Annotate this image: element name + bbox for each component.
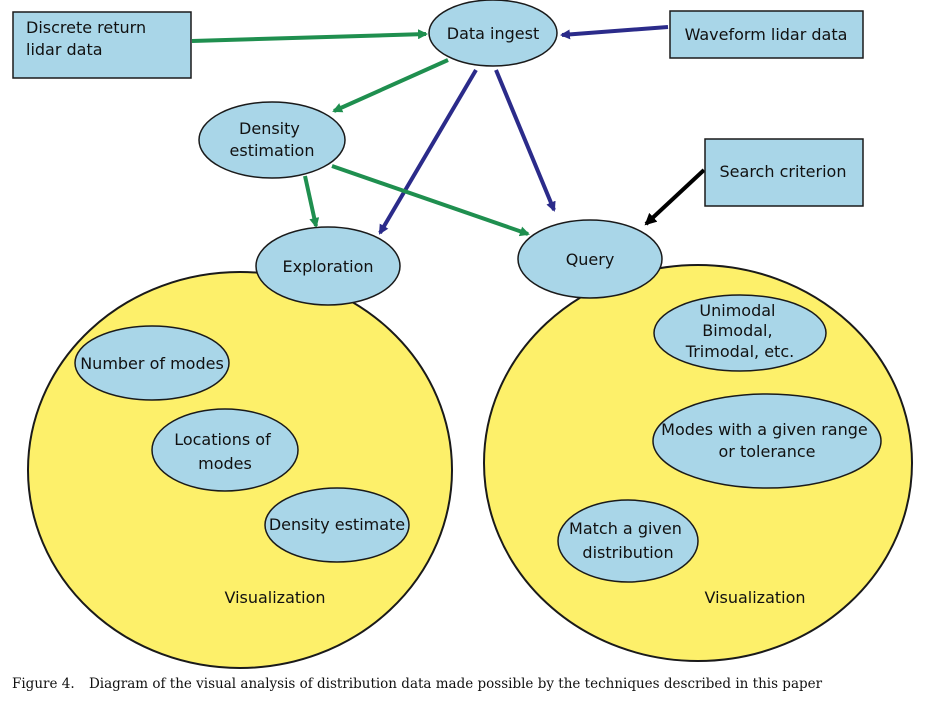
modes-range-label: Modes with a given range or tolerance <box>661 420 873 461</box>
data-ingest-label-line1: Data ingest <box>447 24 539 43</box>
modes-range-label-line2: or tolerance <box>719 442 816 461</box>
waveform-lidar-label: Waveform lidar data <box>685 25 848 44</box>
density-estimation-label-line1: Density <box>239 119 300 138</box>
modes-range-node <box>652 393 882 489</box>
density-estimation-label: Density estimation <box>230 119 315 160</box>
right-visualization-label: Visualization <box>704 588 805 607</box>
unimodal-label-line2: Bimodal, <box>702 321 772 340</box>
left-visualization-label: Visualization <box>224 588 325 607</box>
discrete-lidar-label-line1: Discrete return <box>26 18 146 37</box>
match-distribution-label-line2: distribution <box>582 543 673 562</box>
modes-range-label-line1: Modes with a given range <box>661 420 868 439</box>
discrete-lidar-label-line2: lidar data <box>26 40 103 59</box>
match-distribution-label: Match a given distribution <box>569 519 687 562</box>
exploration-label-line1: Exploration <box>283 257 374 276</box>
number-of-modes-label-line1: Number of modes <box>80 354 224 373</box>
density-estimate-label-line1: Density estimate <box>269 515 405 534</box>
density-estimation-node <box>198 101 346 179</box>
arrow-ingest-to-density <box>332 58 449 113</box>
search-criterion-box <box>704 138 864 207</box>
right-visualization-label-line1: Visualization <box>704 588 805 607</box>
arrow-ingest-to-query <box>494 69 556 212</box>
arrow-search-to-query <box>644 168 706 226</box>
match-distribution-label-line1: Match a given <box>569 519 682 538</box>
figure-caption-text: Diagram of the visual analysis of distri… <box>88 676 823 692</box>
discrete-lidar-box <box>12 11 192 79</box>
arrow-density-to-query <box>331 164 530 237</box>
figure-caption: Figure 4. Diagram of the visual analysis… <box>12 676 922 692</box>
unimodal-label: Unimodal Bimodal, Trimodal, etc. <box>685 301 794 361</box>
unimodal-node <box>653 294 827 372</box>
locations-of-modes-label-line1: Locations of <box>174 430 271 449</box>
density-estimation-label-line2: estimation <box>230 141 315 160</box>
query-label-line1: Query <box>566 250 615 269</box>
figure-number: Figure 4. <box>12 676 75 692</box>
number-of-modes-node <box>74 325 230 401</box>
left-visualization-label-line1: Visualization <box>224 588 325 607</box>
locations-of-modes-node <box>151 408 299 492</box>
data-ingest-node <box>428 0 558 67</box>
search-criterion-label-line1: Search criterion <box>720 162 847 181</box>
waveform-lidar-box <box>669 10 864 59</box>
arrow-ingest-to-exploration <box>378 68 478 235</box>
arrow-discrete-to-ingest <box>191 29 428 43</box>
exploration-node <box>255 226 401 306</box>
query-label: Query <box>566 250 615 269</box>
exploration-label: Exploration <box>283 257 374 276</box>
discrete-lidar-label: Discrete return lidar data <box>26 18 151 59</box>
density-estimate-node <box>264 487 410 563</box>
waveform-lidar-label-line1: Waveform lidar data <box>685 25 848 44</box>
locations-of-modes-label-line2: modes <box>198 454 252 473</box>
density-estimate-label: Density estimate <box>269 515 405 534</box>
unimodal-label-line1: Unimodal <box>699 301 775 320</box>
locations-of-modes-label: Locations of modes <box>174 430 276 473</box>
match-distribution-node <box>557 499 699 583</box>
number-of-modes-label: Number of modes <box>80 354 224 373</box>
arrow-density-to-exploration <box>303 175 320 228</box>
arrow-waveform-to-ingest <box>560 25 669 40</box>
unimodal-label-line3: Trimodal, etc. <box>685 342 794 361</box>
search-criterion-label: Search criterion <box>720 162 847 181</box>
data-ingest-label: Data ingest <box>447 24 539 43</box>
query-node <box>517 219 663 299</box>
